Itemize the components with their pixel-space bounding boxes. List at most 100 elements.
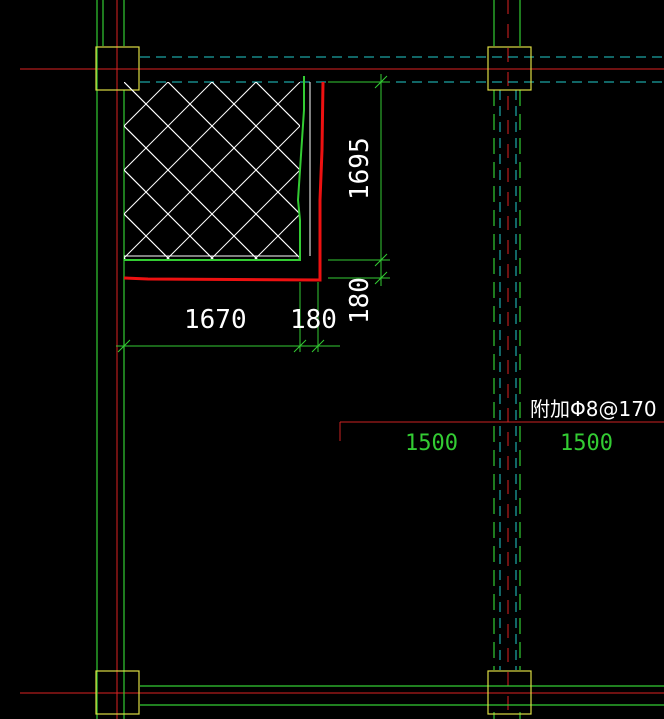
hatch-stroke bbox=[234, 390, 256, 412]
hatch-stroke bbox=[0, 456, 14, 478]
hatch-stroke bbox=[586, 104, 630, 148]
hatch-stroke bbox=[322, 390, 344, 412]
hatch-stroke bbox=[476, 412, 498, 434]
hatch-stroke bbox=[652, 236, 664, 258]
hatch-stroke bbox=[278, 16, 322, 60]
hatch-stroke bbox=[145, 213, 169, 237]
hatch-stroke bbox=[190, 346, 212, 368]
rebar-red-line bbox=[123, 81, 325, 282]
hatch-stroke bbox=[300, 478, 344, 522]
hatch-stroke bbox=[476, 192, 498, 214]
hatch-stroke bbox=[454, 346, 476, 368]
hatch-stroke bbox=[212, 82, 213, 83]
hatch-stroke bbox=[256, 412, 278, 434]
hatch-stroke bbox=[454, 82, 476, 104]
hatch-stroke bbox=[168, 16, 190, 38]
hatch-stroke bbox=[476, 16, 498, 38]
hatch-stroke bbox=[14, 148, 58, 192]
hatch-stroke bbox=[586, 324, 630, 368]
hatch-stroke bbox=[366, 522, 388, 544]
hatch-stroke bbox=[14, 456, 58, 500]
hatch-stroke bbox=[234, 412, 278, 456]
hatch-stroke bbox=[0, 346, 36, 390]
hatch-stroke bbox=[410, 170, 432, 192]
hatch-stroke bbox=[124, 280, 146, 302]
hatch-stroke bbox=[36, 302, 80, 346]
hatch-stroke bbox=[80, 456, 102, 478]
hatch-stroke bbox=[0, 104, 14, 148]
hatch-stroke bbox=[277, 147, 300, 171]
hatch-stroke bbox=[432, 192, 454, 214]
hatch-stroke bbox=[256, 434, 300, 478]
hatch-stroke bbox=[190, 368, 234, 412]
hatch-stroke bbox=[476, 38, 520, 82]
hatch-stroke bbox=[124, 191, 147, 215]
hatch-stroke bbox=[608, 148, 630, 170]
hatch-stroke bbox=[36, 126, 80, 170]
hatch-stroke bbox=[167, 103, 191, 127]
hatch-stroke bbox=[36, 170, 80, 214]
hatch-stroke bbox=[520, 82, 564, 126]
hatch-stroke bbox=[366, 434, 388, 456]
hatch-stroke bbox=[0, 236, 14, 258]
hatch-stroke bbox=[58, 258, 80, 280]
hatch-stroke bbox=[630, 434, 652, 456]
hatch-stroke bbox=[476, 302, 520, 346]
hatch-stroke bbox=[344, 0, 388, 38]
hatch-stroke bbox=[410, 390, 432, 412]
hatch-stroke bbox=[344, 16, 366, 38]
hatch-stroke bbox=[14, 170, 36, 192]
column-bottom-right bbox=[487, 670, 532, 715]
hatch-stroke bbox=[542, 82, 564, 104]
dim-1695: 1695 bbox=[345, 137, 375, 200]
hatch-stroke bbox=[300, 346, 344, 390]
hatch-stroke bbox=[366, 0, 388, 16]
hatch-stroke bbox=[0, 478, 36, 522]
hatch-stroke bbox=[212, 456, 234, 478]
hatch-stroke bbox=[520, 236, 542, 258]
hatch-stroke bbox=[652, 192, 664, 214]
hatch-stroke bbox=[652, 38, 664, 82]
hatch-stroke bbox=[432, 346, 476, 390]
hatch-stroke bbox=[14, 192, 58, 236]
hatch-stroke bbox=[146, 0, 168, 16]
hatch-stroke bbox=[476, 258, 520, 302]
hatch-stroke bbox=[388, 126, 432, 170]
hatch-stroke bbox=[410, 478, 432, 500]
hatch-stroke bbox=[366, 214, 388, 236]
hatch-stroke bbox=[299, 214, 300, 215]
hatch-stroke bbox=[146, 456, 190, 500]
hatch-stroke bbox=[388, 16, 410, 38]
hatch-stroke bbox=[189, 169, 213, 193]
hatch-stroke bbox=[0, 60, 14, 104]
hatch-stroke bbox=[124, 412, 146, 434]
hatch-stroke bbox=[0, 104, 14, 126]
hatch-stroke bbox=[476, 478, 520, 522]
hatch-stroke bbox=[410, 302, 432, 324]
hatch-stroke bbox=[344, 346, 388, 390]
hatch-stroke bbox=[36, 324, 58, 346]
hatch-stroke bbox=[278, 390, 300, 412]
hatch-stroke bbox=[36, 236, 58, 258]
hatch-stroke bbox=[256, 280, 278, 302]
hatch-stroke bbox=[586, 522, 608, 544]
hatch-stroke bbox=[454, 104, 498, 148]
hatch-stroke bbox=[410, 258, 432, 280]
hatch-stroke bbox=[124, 82, 125, 83]
hatch-stroke bbox=[58, 434, 80, 456]
hatch-stroke bbox=[344, 368, 366, 390]
hatch-stroke bbox=[520, 192, 542, 214]
hatch-stroke bbox=[652, 104, 664, 126]
hatch-stroke bbox=[498, 258, 520, 280]
hatch-stroke bbox=[410, 82, 432, 104]
hatch-stroke bbox=[608, 368, 630, 390]
hatch-stroke bbox=[454, 192, 498, 236]
hatch-stroke bbox=[253, 257, 257, 260]
hatch-stroke bbox=[322, 434, 344, 456]
hatch-stroke bbox=[0, 16, 14, 38]
dim-1670: 1670 bbox=[184, 305, 247, 335]
hatch-stroke bbox=[234, 16, 278, 60]
hatch-stroke bbox=[652, 258, 664, 302]
hatch-stroke bbox=[234, 346, 256, 368]
hatch-stroke bbox=[58, 412, 102, 456]
